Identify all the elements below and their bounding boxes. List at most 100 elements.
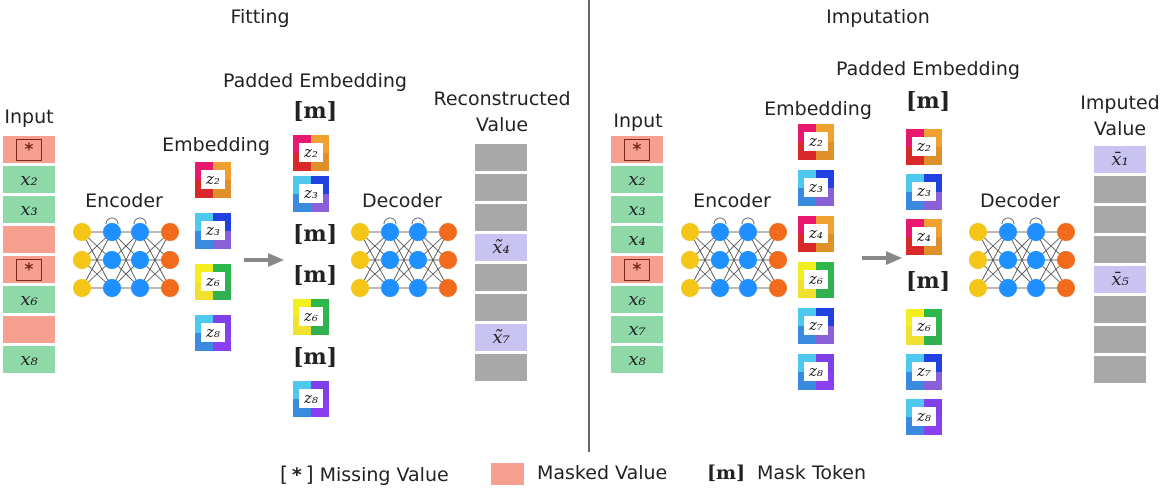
embedding-token: z₈ [906, 399, 942, 435]
output-value-cell: x̄₅ [1094, 266, 1146, 296]
legend-missing-symbol: * [291, 464, 302, 486]
input-value-cell: x₈ [611, 346, 663, 376]
network-node [999, 223, 1017, 241]
network-node [769, 223, 787, 241]
right-decoder-network [969, 217, 1075, 297]
network-edge [689, 231, 721, 289]
network-node [409, 223, 427, 241]
network-edge [359, 231, 391, 289]
left-encoder-label: Encoder [85, 190, 163, 212]
input-value-cell: x₇ [611, 316, 663, 346]
embedding-token: z₇ [798, 308, 834, 344]
network-node [1027, 251, 1045, 269]
output-empty-cell [1094, 326, 1146, 356]
right-output-label-1: Imputed [1080, 92, 1160, 114]
token-label: z₃ [804, 178, 828, 197]
output-empty-cell [475, 264, 527, 294]
network-node [1057, 251, 1075, 269]
network-node [73, 223, 91, 241]
network-edge [719, 231, 749, 289]
token-label: z₂ [912, 137, 936, 156]
output-value-cell: x̃₇ [475, 324, 527, 354]
network-node [381, 251, 399, 269]
token-label: z₆ [201, 272, 225, 291]
token-label: z₄ [912, 227, 936, 246]
missing-symbol: * [623, 138, 651, 161]
token-label: z₈ [201, 323, 225, 342]
right-output-label-2: Value [1093, 118, 1147, 140]
mask-token: [m] [293, 344, 338, 370]
token-label: z₆ [912, 317, 936, 336]
network-node [1057, 279, 1075, 297]
network-node [351, 251, 369, 269]
network-node [409, 279, 427, 297]
input-value-cell: x₂ [3, 166, 55, 196]
network-node [739, 223, 757, 241]
network-edge [747, 231, 779, 289]
right-input-label: Input [613, 110, 663, 132]
token-label: z₈ [912, 407, 936, 426]
token-label: z₈ [299, 389, 323, 408]
network-node [161, 279, 179, 297]
network-edge [139, 231, 171, 289]
network-node [131, 279, 149, 297]
right-arrow [862, 251, 902, 265]
network-node [1057, 223, 1075, 241]
mask-token: [m] [906, 268, 951, 294]
network-node [103, 279, 121, 297]
recurrent-loop [713, 217, 727, 225]
embedding-token: z₆ [195, 264, 231, 300]
recurrent-loop [411, 217, 425, 225]
right-encoder-label: Encoder [693, 190, 771, 212]
token-label: z₈ [804, 362, 828, 381]
output-value-cell: x̄₁ [1094, 146, 1146, 176]
network-node [103, 223, 121, 241]
output-empty-cell [475, 204, 527, 234]
input-value-cell: x₂ [611, 166, 663, 196]
left-decoder-network [351, 217, 457, 297]
recurrent-loop [133, 217, 147, 225]
network-node [161, 223, 179, 241]
legend-missing-label: Missing Value [319, 464, 449, 486]
network-node [131, 223, 149, 241]
left-output-label-2: Value [475, 114, 529, 136]
embedding-token: z₆ [798, 262, 834, 298]
mask-token: [m] [293, 221, 338, 247]
network-node [681, 279, 699, 297]
embedding-token: z₂ [906, 129, 942, 165]
network-node [739, 279, 757, 297]
network-node [73, 251, 91, 269]
missing-value-cell: * [611, 256, 663, 286]
right-decoder-label: Decoder [980, 190, 1060, 212]
network-node [769, 251, 787, 269]
legend-masked-label: Masked Value [537, 462, 668, 484]
network-node [969, 251, 987, 269]
input-value-cell: x₈ [3, 346, 55, 376]
network-node [439, 279, 457, 297]
legend-missing: [*] Missing Value [280, 462, 449, 486]
input-value-cell: x₄ [611, 226, 663, 256]
output-empty-cell [1094, 206, 1146, 236]
input-value-cell: x₃ [611, 196, 663, 226]
network-node [711, 223, 729, 241]
panel-divider [588, 0, 590, 452]
network-node [769, 279, 787, 297]
mask-token: [m] [906, 88, 951, 114]
embedding-token: z₃ [195, 213, 231, 249]
network-node [381, 279, 399, 297]
imputation-title: Imputation [826, 6, 930, 28]
token-label: z₇ [912, 362, 936, 381]
network-node [999, 279, 1017, 297]
network-node [351, 223, 369, 241]
embedding-token: z₂ [293, 135, 329, 171]
output-empty-cell [1094, 236, 1146, 266]
embedding-token: z₃ [798, 170, 834, 206]
output-value-cell: x̃₄ [475, 234, 527, 264]
embedding-token: z₂ [798, 124, 834, 160]
network-node [351, 279, 369, 297]
token-label: z₃ [201, 221, 225, 240]
recurrent-loop [383, 217, 397, 225]
output-empty-cell [1094, 176, 1146, 206]
